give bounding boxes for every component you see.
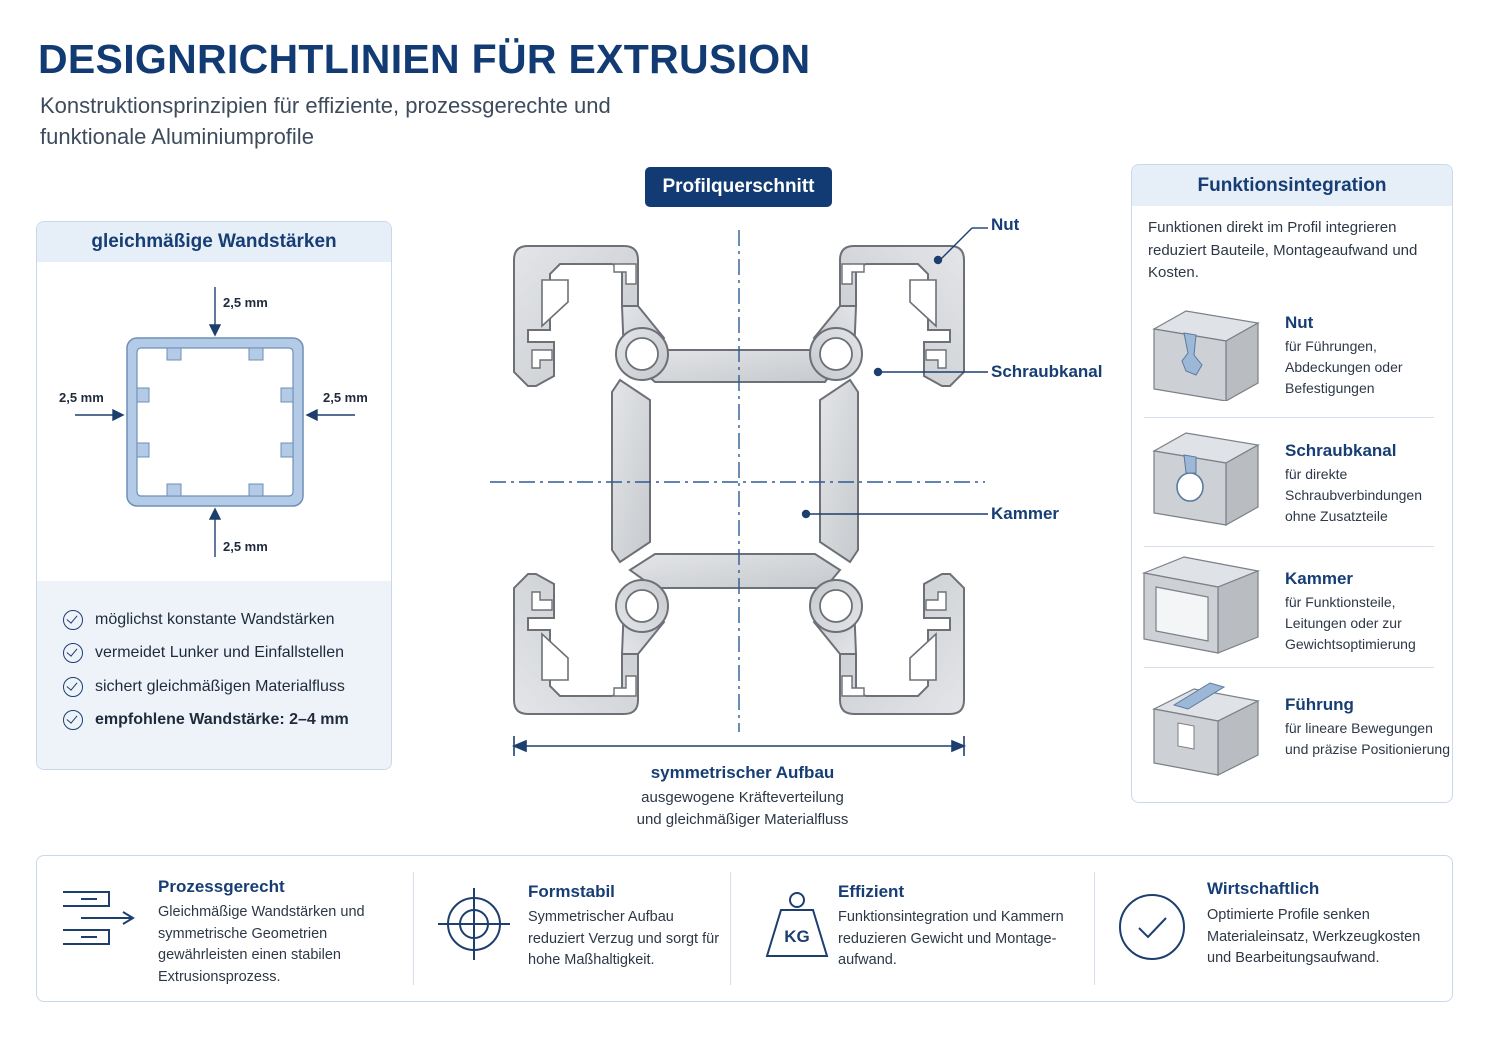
callout-kammer: Kammer <box>991 504 1060 523</box>
benefit-divider <box>730 872 731 985</box>
benefit-title: Prozessgerecht <box>158 877 285 896</box>
page-subtitle: Konstruktionsprinzipien für effiziente, … <box>40 90 740 152</box>
func-divider <box>1144 417 1434 418</box>
benefit-text: Symmetrischer Aufbau reduziert Verzug un… <box>528 909 720 968</box>
benefit-divider <box>1094 872 1095 985</box>
wall-guideline-list: möglichst konstante Wandstärken vermeide… <box>37 581 391 769</box>
profile-cross-section-drawing <box>490 227 988 756</box>
profile-corner-top-left <box>513 245 669 387</box>
process-flow-icon <box>63 891 135 945</box>
list-item: empfohlene Wandstärke: 2–4 mm <box>63 704 391 738</box>
dim-label-right: 2,5 mm <box>323 390 368 405</box>
func-item-fuehrung: Führung für lineare Bewegungen und präzi… <box>1132 679 1452 797</box>
profile-webs <box>611 349 859 589</box>
func-item-nut: Nut für Führungen, Abdeckungen oder Befe… <box>1132 297 1452 415</box>
benefit-prozessgerecht: Prozessgerecht Gleichmäßige Wandstärken … <box>37 856 413 1001</box>
benefit-text: Gleichmäßige Wandstärken und symmetrisch… <box>158 904 365 985</box>
check-circle-icon <box>1119 894 1185 960</box>
symmetry-line-1: ausgewogene Kräfteverteilung <box>641 789 844 806</box>
func-panel-heading: Funktionsintegration <box>1132 165 1452 206</box>
wall-lugs <box>136 347 294 497</box>
profile-corner-bottom-right <box>809 573 965 715</box>
func-divider <box>1144 546 1434 547</box>
benefit-title: Formstabil <box>528 882 615 901</box>
linear-guide-block-icon <box>1152 682 1260 776</box>
profile-corner-top-right <box>809 245 965 387</box>
check-circle-icon <box>63 710 83 731</box>
wall-inner-outline <box>136 347 294 497</box>
wall-dimension-arrows <box>75 287 355 557</box>
func-item-title: Nut <box>1285 313 1314 332</box>
symmetry-title: symmetrischer Aufbau <box>650 763 835 782</box>
check-circle-icon <box>63 643 83 664</box>
profile-corner-bottom-left <box>513 573 669 715</box>
crosshair-icon <box>438 888 510 960</box>
weight-kg-icon: KG <box>765 892 829 957</box>
t-slot-block-icon <box>1152 310 1260 401</box>
wall-thickness-diagram: 2,5 mm 2,5 mm 2,5 mm 2,5 mm <box>37 263 391 581</box>
symmetry-dimension-arrow <box>511 736 967 756</box>
func-item-text: für Funktionsteile, Leitungen oder zur G… <box>1285 594 1416 652</box>
list-item: sichert gleichmäßigen Materialfluss <box>63 670 391 704</box>
func-item-text: für lineare Bewegungen und präzise Posit… <box>1285 720 1450 757</box>
list-item-label: empfohlene Wandstärke: 2–4 mm <box>95 711 349 729</box>
benefit-text: Optimierte Profile senken Materialeinsat… <box>1207 907 1421 966</box>
dim-label-top: 2,5 mm <box>223 295 268 310</box>
func-item-title: Führung <box>1285 695 1354 714</box>
benefit-title: Wirtschaftlich <box>1207 879 1320 898</box>
benefit-wirtschaftlich: Wirtschaftlich Optimierte Profile senken… <box>1095 856 1453 1001</box>
callout-schraubkanal: Schraubkanal <box>991 362 1103 381</box>
callout-nut: Nut <box>991 215 1020 234</box>
subtitle-line-2: funktionale Aluminiumprofile <box>40 124 314 149</box>
func-item-title: Kammer <box>1285 569 1354 588</box>
benefit-effizient: KG Effizient Funktionsintegration und Ka… <box>731 856 1093 1001</box>
symmetry-description: ausgewogene Kräfteverteilung und gleichm… <box>560 787 925 831</box>
dim-label-bottom: 2,5 mm <box>223 539 268 554</box>
func-panel-intro: Funktionen direkt im Profil integrieren … <box>1148 219 1418 281</box>
benefits-strip: Prozessgerecht Gleichmäßige Wandstärken … <box>36 855 1453 1002</box>
dim-label-left: 2,5 mm <box>59 390 104 405</box>
symmetry-line-2: und gleichmäßiger Materialfluss <box>636 811 849 828</box>
callout-leaders <box>801 227 988 519</box>
check-circle-icon <box>63 676 83 697</box>
func-item-text: für direkte Schraubverbindungen ohne Zus… <box>1285 466 1422 524</box>
benefit-title: Effizient <box>838 882 905 901</box>
list-item-label: vermeidet Lunker und Einfallstellen <box>95 644 345 662</box>
list-item: vermeidet Lunker und Einfallstellen <box>63 637 391 671</box>
hollow-chamber-block-icon <box>1142 556 1261 654</box>
benefit-formstabil: Formstabil Symmetrischer Aufbau reduzier… <box>414 856 730 1001</box>
list-item: möglichst konstante Wandstärken <box>63 603 391 637</box>
wall-panel-heading: gleichmäßige Wandstärken <box>37 222 391 262</box>
benefit-text: Funktionsintegration und Kammern reduzie… <box>838 909 1064 968</box>
page-title: DESIGNRICHTLINIEN FÜR EXTRUSION <box>38 36 811 82</box>
check-circle-icon <box>63 609 83 630</box>
function-integration-panel: Funktionsintegration Funktionen direkt i… <box>1131 164 1453 803</box>
weight-kg-label: KG <box>784 927 810 946</box>
wall-profile-drawing <box>75 287 355 557</box>
benefit-divider <box>413 872 414 985</box>
func-item-kammer: Kammer für Funktionsteile, Leitungen ode… <box>1132 553 1452 671</box>
list-item-label: sichert gleichmäßigen Materialfluss <box>95 677 345 695</box>
func-item-title: Schraubkanal <box>1285 441 1397 460</box>
list-item-label: möglichst konstante Wandstärken <box>95 610 335 628</box>
func-divider <box>1144 667 1434 668</box>
func-item-schraubkanal: Schraubkanal für direkte Schraubverbindu… <box>1132 425 1452 543</box>
screw-channel-block-icon <box>1152 432 1260 527</box>
profile-section-badge: Profilquerschnitt <box>645 167 832 207</box>
func-item-text: für Führungen, Abdeckungen oder Befestig… <box>1285 338 1403 396</box>
subtitle-line-1: Konstruktionsprinzipien für effiziente, … <box>40 93 611 118</box>
wall-thickness-panel: gleichmäßige Wandstärken 2,5 mm 2,5 mm 2 <box>36 221 392 770</box>
